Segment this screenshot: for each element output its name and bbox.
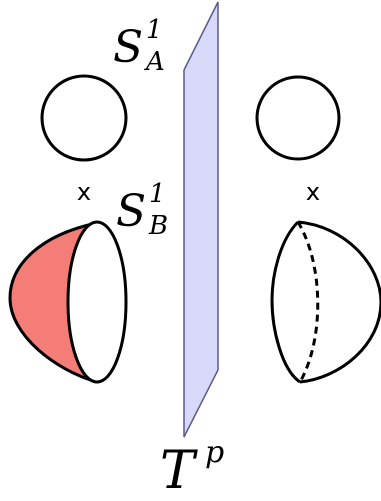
brane-plane [183, 1, 219, 438]
left-hemisphere-disk [66, 220, 128, 384]
label-s1a: S 1 A [113, 15, 165, 77]
times-symbol-right: x [306, 178, 320, 206]
left-circle-s1a [40, 74, 128, 162]
right-hemisphere-outer-curve [270, 220, 301, 384]
label-s1a-subscript: A [144, 47, 165, 77]
label-s1a-superscript: 1 [146, 15, 163, 45]
left-hemisphere-outer-curve [8, 221, 98, 384]
times-symbol-left: x [77, 178, 91, 206]
label-brane-base: T [160, 441, 198, 501]
right-hemisphere-dashed-arc [296, 221, 320, 383]
label-s1a-base: S [113, 22, 143, 73]
label-brane: T p [160, 435, 224, 501]
label-s1b: S 1 B [116, 179, 168, 241]
label-s1b-superscript: 1 [149, 179, 166, 209]
right-hemisphere-cap [297, 220, 381, 384]
right-hemisphere [270, 220, 381, 384]
label-s1b-subscript: B [148, 211, 168, 241]
left-hemisphere [8, 220, 128, 384]
label-s1b-base: S [116, 186, 146, 237]
right-circle [255, 75, 341, 161]
label-brane-superscript: p [205, 435, 224, 470]
